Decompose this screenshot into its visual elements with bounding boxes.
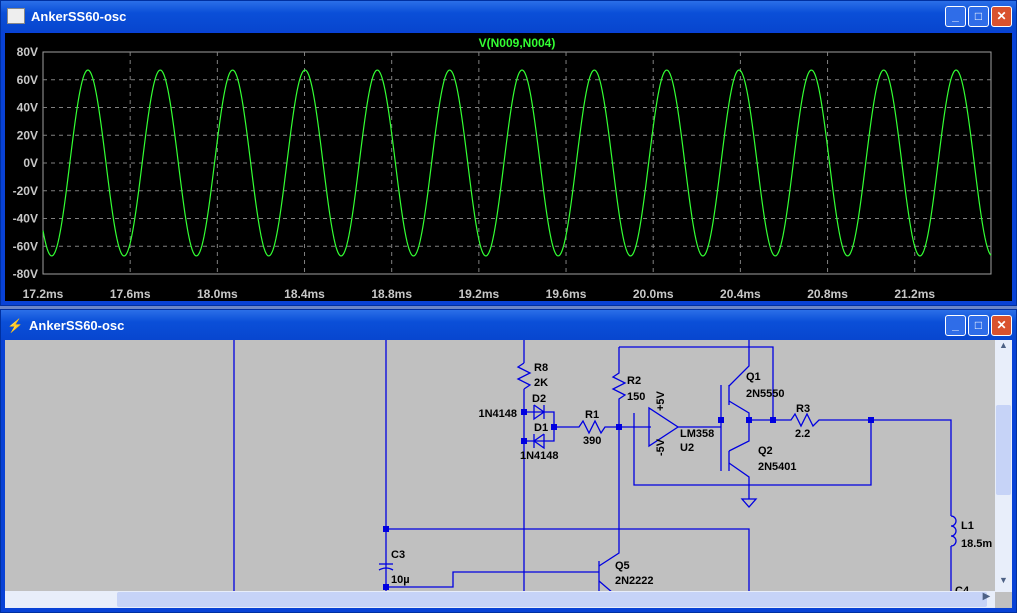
waveform-plot[interactable]: V(N009,N004) 80V 60V 40V 20V 0V -20V -40V -60V -… — [5, 33, 1014, 303]
scroll-down-button[interactable]: ▼ — [999, 575, 1008, 585]
label-c3[interactable]: C3 — [391, 549, 405, 561]
schematic-app-icon: ⚡ — [7, 318, 24, 333]
label-q1[interactable]: Q1 — [746, 371, 761, 383]
supply-pos: +5V — [655, 390, 667, 411]
close-button[interactable]: ✕ — [991, 314, 1012, 336]
value-c3[interactable]: 10µ — [391, 574, 410, 586]
x-tick-label: 20.8ms — [807, 287, 848, 301]
x-tick-label: 18.8ms — [371, 287, 412, 301]
label-u2[interactable]: U2 — [680, 442, 694, 454]
trace-line — [42, 69, 992, 257]
y-tick-label: 60V — [17, 73, 38, 87]
y-tick-label: -20V — [13, 184, 38, 198]
vertical-scrollbar[interactable]: ▲ ▼ — [995, 340, 1012, 592]
plot-title-bar[interactable]: AnkerSS60-osc _ □ ✕ — [1, 1, 1016, 31]
label-r3[interactable]: R3 — [796, 403, 810, 415]
y-tick-label: -40V — [13, 212, 38, 226]
trace-label[interactable]: V(N009,N004) — [479, 36, 556, 50]
value-r3[interactable]: 2.2 — [795, 428, 810, 440]
schematic-window-title: AnkerSS60-osc — [29, 317, 125, 333]
plot-window: AnkerSS60-osc _ □ ✕ V(N009,N004) 80V 60V 4… — [0, 0, 1017, 306]
value-r8[interactable]: 2K — [534, 377, 548, 389]
y-tick-label: 40V — [17, 101, 38, 115]
scroll-right-button[interactable]: ▶ — [982, 591, 991, 602]
vertical-scroll-thumb[interactable] — [996, 405, 1011, 495]
label-l1[interactable]: L1 — [961, 520, 974, 532]
schematic-title-bar[interactable]: ⚡ AnkerSS60-osc _ □ ✕ — [1, 310, 1016, 340]
label-r1[interactable]: R1 — [585, 409, 599, 421]
schematic-drawing[interactable]: R8 2K D2 1N4148 D1 1N4148 R1 390 R2 150 … — [5, 340, 998, 592]
x-tick-label: 17.6ms — [110, 287, 151, 301]
label-c4[interactable]: C4 — [955, 585, 970, 592]
label-q2[interactable]: Q2 — [758, 445, 773, 457]
value-r1[interactable]: 390 — [583, 435, 601, 447]
close-button[interactable]: ✕ — [991, 5, 1012, 27]
x-tick-label: 20.0ms — [633, 287, 674, 301]
horizontal-scrollbar[interactable]: ▶ — [5, 591, 995, 608]
plot-window-title: AnkerSS60-osc — [31, 8, 127, 24]
label-r2[interactable]: R2 — [627, 375, 641, 387]
x-tick-label: 19.2ms — [459, 287, 500, 301]
y-tick-label: 20V — [17, 128, 38, 142]
label-d2[interactable]: D2 — [532, 393, 546, 405]
x-tick-label: 21.2ms — [894, 287, 935, 301]
maximize-button[interactable]: □ — [968, 5, 989, 27]
horizontal-scroll-thumb[interactable] — [117, 592, 987, 607]
value-q2[interactable]: 2N5401 — [758, 461, 797, 473]
minimize-button[interactable]: _ — [945, 5, 966, 27]
schematic-canvas[interactable]: R8 2K D2 1N4148 D1 1N4148 R1 390 R2 150 … — [5, 340, 1012, 608]
x-tick-label: 20.4ms — [720, 287, 761, 301]
waveform-app-icon — [7, 8, 25, 24]
x-tick-label: 19.6ms — [546, 287, 587, 301]
label-q5[interactable]: Q5 — [615, 560, 630, 572]
x-tick-label: 17.2ms — [23, 287, 64, 301]
maximize-button[interactable]: □ — [968, 314, 989, 336]
value-q5[interactable]: 2N2222 — [615, 575, 654, 587]
supply-neg: -5V — [655, 438, 667, 456]
plot-pane[interactable]: V(N009,N004) 80V 60V 40V 20V 0V -20V -40V -60V -… — [5, 33, 1012, 301]
value-u2[interactable]: LM358 — [680, 428, 714, 440]
x-tick-label: 18.0ms — [197, 287, 238, 301]
value-d1[interactable]: 1N4148 — [520, 450, 559, 462]
label-d1[interactable]: D1 — [534, 422, 548, 434]
y-tick-label: 0V — [23, 156, 38, 170]
value-q1[interactable]: 2N5550 — [746, 388, 785, 400]
y-tick-label: -60V — [13, 239, 38, 253]
value-r2[interactable]: 150 — [627, 391, 645, 403]
schematic-window: ⚡ AnkerSS60-osc _ □ ✕ — [0, 309, 1017, 613]
y-tick-label: 80V — [17, 45, 38, 59]
value-l1[interactable]: 18.5m — [961, 538, 992, 550]
minimize-button[interactable]: _ — [945, 314, 966, 336]
y-tick-label: -80V — [13, 267, 38, 281]
x-tick-label: 18.4ms — [284, 287, 325, 301]
label-r8[interactable]: R8 — [534, 362, 548, 374]
scroll-up-button[interactable]: ▲ — [999, 340, 1008, 350]
value-d2[interactable]: 1N4148 — [478, 408, 517, 420]
